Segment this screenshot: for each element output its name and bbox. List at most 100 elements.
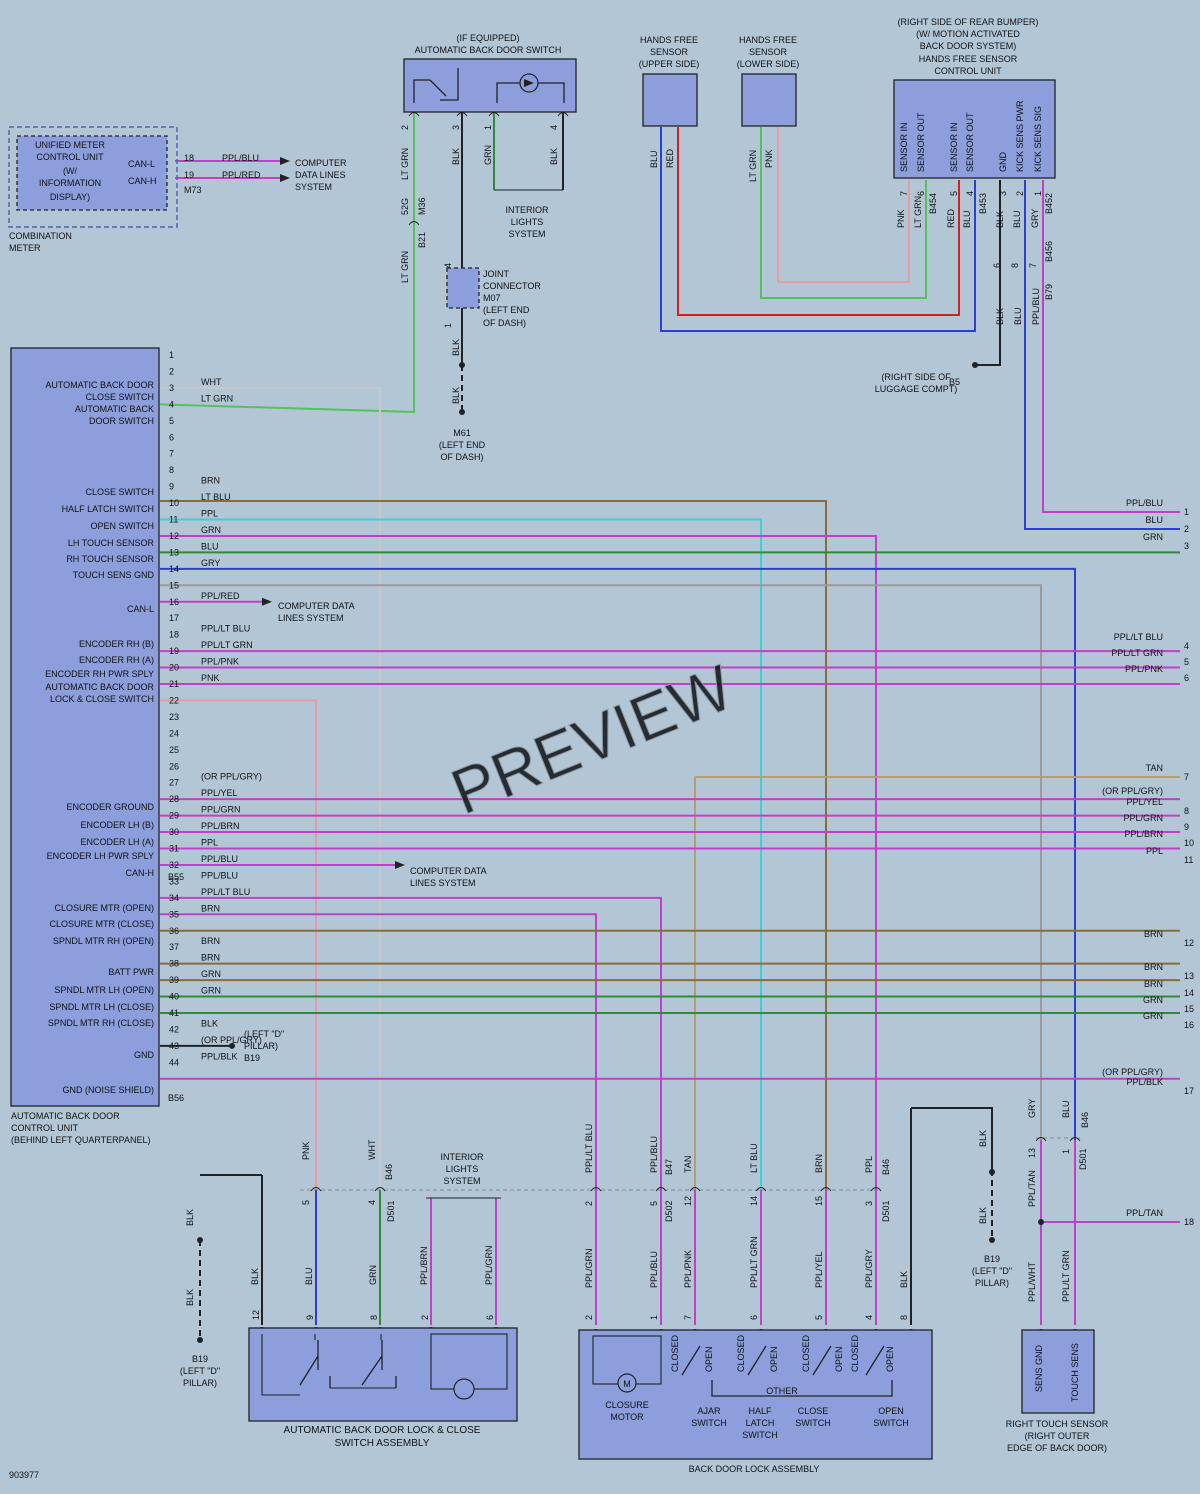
b19-left-dot [197,1237,203,1243]
ecu-pin-36: 36 [169,926,179,936]
hf-ctrl-pin-1: 6 [916,191,926,196]
right-num-4: 4 [1184,641,1189,651]
ecu-pin-19: 19 [169,646,179,656]
abd-interior-2: LIGHTS [511,217,544,227]
hf-ctrl-wire-5: BLU [1012,210,1022,228]
joint-connector-m07: 4 1 BLK JOINT CONNECTOR M07 (LEFT END OF… [439,263,542,462]
b19-right-pillar-1: (LEFT "D" [972,1266,1012,1276]
diagram-id: 903977 [9,1470,39,1480]
ecu-label-12: OPEN SWITCH [90,521,154,531]
right-num-1: 1 [1184,507,1189,517]
right-wire-18: PPL/TAN [1126,1208,1163,1218]
la-state-5: OPEN [834,1346,844,1372]
hf-ctrl-title-2: (W/ MOTION ACTIVATED [916,29,1020,39]
la-top-wire-3: LT BLU [749,1143,759,1173]
abd-connector-m36: M36 [417,197,427,215]
lc-pin-8: 8 [369,1315,379,1320]
hf-ctrl-label-1: SENSOR OUT [916,112,926,172]
joint-pin-1: 1 [443,323,453,328]
hf-lower-wire-1: BLU [1013,307,1023,325]
la-connector-b47: B47 [664,1159,674,1175]
wire-33 [160,896,662,1190]
pin-marker-6 [820,1187,832,1192]
hf-conn-b453: B453 [978,193,988,214]
la-state-6: CLOSED [850,1334,860,1372]
meter-title-1: UNIFIED METER [35,140,106,150]
lock-close-interior-1: INTERIOR [440,1152,484,1162]
m61-label-2: (LEFT END [439,440,486,450]
m61-label-1: M61 [453,428,471,438]
hf-upper-title-2: SENSOR [650,47,689,57]
pin-marker-7 [870,1187,882,1192]
ecu-pin-1: 1 [169,350,174,360]
touch-caption-1: RIGHT TOUCH SENSOR [1006,1419,1109,1429]
m61-dot [459,362,465,368]
hf-ground-2: (RIGHT SIDE OF [881,372,951,382]
lc-pin-6: 6 [485,1315,495,1320]
hf-ctrl-label-4: GND [998,152,1008,173]
ecu-pin-14: 14 [169,564,179,574]
meter-connector: M73 [184,185,202,195]
hf-ctrl-wire-6: GRY [1030,209,1040,228]
right-num-5: 5 [1184,657,1189,667]
ecu-label-33: CLOSURE MTR (OPEN) [54,903,154,913]
right-num-10: 10 [1184,838,1194,848]
abd-wire-blk: BLK [451,148,461,165]
lock-close-interior-2: LIGHTS [446,1164,479,1174]
abd-switch-title-2: AUTOMATIC BACK DOOR SWITCH [415,45,562,55]
right-touch-sensor: SENS GND TOUCH SENS RIGHT TOUCH SENSOR (… [1006,1099,1109,1453]
ecu-connector-b55: B55 [168,872,184,882]
ecu-pin-20: 20 [169,663,179,673]
joint-label-1: JOINT [483,269,510,279]
abd-wire-blk2: BLK [549,148,559,165]
la-top-wire-5: PPL [864,1156,874,1173]
meter-title-2: CONTROL UNIT [36,152,104,162]
ecu-pin-31: 31 [169,844,179,854]
wire-hf-blk [975,180,1001,366]
hf-upper-wire-red: RED [665,148,675,168]
hf-lower-wire-pnk: PNK [764,149,774,168]
hf-lower-wire-0: BLK [995,308,1005,325]
ecu-label-31: ENCODER LH PWR SPLY [47,851,154,861]
hf-upper-title-1: HANDS FREE [640,35,698,45]
touch-sensor-box [1021,1329,1095,1414]
ecu-pin-27: 27 [169,778,179,788]
meter-arrow-1-icon [280,157,290,165]
meter-pin-19: 19 [184,170,194,180]
hf-ground-b5: B5 [949,377,960,387]
part-close: CLOSE [798,1406,829,1416]
hf-lower-pin-0: 6 [992,263,1002,268]
hf-lower-title-2: SENSOR [749,47,788,57]
la-bottom-pin-4: 4 [864,1315,874,1320]
ecu-pin-6: 6 [169,432,174,442]
ecu-wire-10: LT BLU [201,492,231,502]
ecu-pin-32: 32 [169,860,179,870]
touch-wire-pplltgrn: PPL/LT GRN [1061,1250,1071,1302]
back-door-switch: (IF EQUIPPED) AUTOMATIC BACK DOOR SWITCH… [400,33,577,283]
ecu-pin-22: 22 [169,695,179,705]
right-num-14: 14 [1184,988,1194,998]
ecu-pin-29: 29 [169,811,179,821]
la-top-pin-14: 14 [749,1196,759,1206]
la-bottom-pin-2: 2 [584,1315,594,1320]
abd-switch-title-1: (IF EQUIPPED) [456,33,519,43]
la-state-0: CLOSED [670,1334,680,1372]
ground-b5-icon [972,362,978,368]
ecu-pin-4: 4 [169,399,174,409]
abd-wire-ltgrn: LT GRN [400,148,410,180]
part-motor: MOTOR [610,1412,644,1422]
la-bottom-pin-7: 7 [683,1315,693,1320]
hf-conn-b454: B454 [928,193,938,214]
hf-ctrl-wire-0: PNK [896,209,906,228]
hf-ctrl-label-0: SENSOR IN [899,122,909,172]
lock-close-caption-1: AUTOMATIC BACK DOOR LOCK & CLOSE [284,1425,481,1436]
abd-pin-2: 2 [400,125,410,130]
unified-meter-box [16,135,168,211]
lock-close-connector-d501: D501 [386,1200,396,1222]
ecu-pin-43: 43 [169,1041,179,1051]
lc-wire-2: PPL/BRN [419,1246,429,1285]
hf-ctrl-wire-4: BLK [995,211,1005,228]
